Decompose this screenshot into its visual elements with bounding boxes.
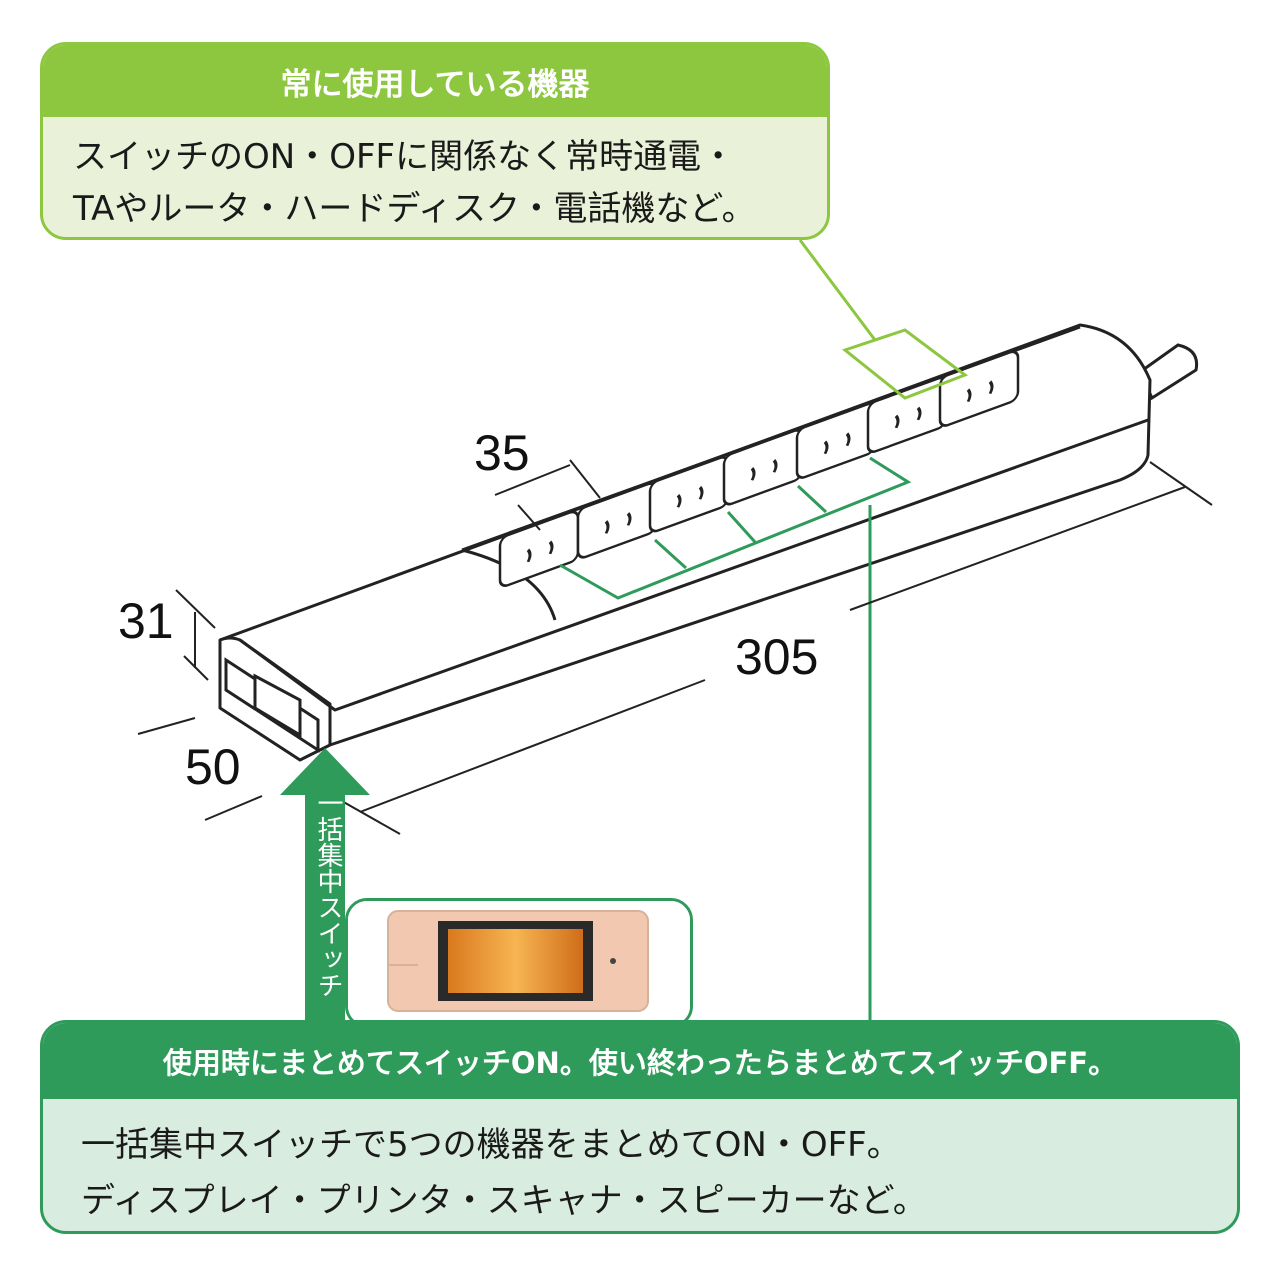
outlet-7 bbox=[938, 350, 1020, 427]
socket-slot-2 bbox=[988, 380, 994, 395]
switched-line-1: 一括集中スイッチで5つの機器をまとめてON・OFF。 bbox=[81, 1125, 901, 1165]
socket-slot-1 bbox=[676, 493, 682, 508]
switched-callout: 使用時にまとめてスイッチON。使い終わったらまとめてスイッチOFF。 一括集中ス… bbox=[40, 1020, 1240, 1234]
socket-slot-2 bbox=[845, 432, 851, 447]
switch-photo bbox=[345, 898, 693, 1028]
socket-slot-2 bbox=[698, 485, 704, 500]
socket-slot-2 bbox=[916, 406, 922, 421]
switched-line-2: ディスプレイ・プリンタ・スキャナ・スピーカーなど。 bbox=[81, 1181, 927, 1221]
switch-housing bbox=[224, 657, 320, 753]
dimension-length: 305 bbox=[735, 629, 819, 685]
switch-arrow bbox=[280, 748, 370, 1022]
switch-label: 一括集中スイッチ bbox=[313, 790, 343, 998]
always-on-marker bbox=[798, 239, 969, 400]
socket-slot-1 bbox=[750, 467, 756, 481]
outlet-3 bbox=[648, 456, 730, 533]
socket-slot-1 bbox=[526, 548, 532, 563]
socket-slot-1 bbox=[966, 388, 972, 403]
socket-slot-2 bbox=[772, 459, 778, 473]
socket-slot-2 bbox=[626, 512, 632, 526]
always-on-title: 常に使用している機器 bbox=[43, 45, 827, 117]
always-on-line-1: スイッチのON・OFFに関係なく常時通電・ bbox=[73, 137, 736, 177]
always-on-line-2: TAやルータ・ハードディスク・電話機など。 bbox=[73, 189, 756, 229]
outlets bbox=[498, 350, 1020, 587]
socket-slot-2 bbox=[548, 540, 554, 555]
socket-slot-1 bbox=[894, 414, 900, 429]
socket-slot-1 bbox=[823, 440, 829, 455]
lit-switch-image bbox=[348, 901, 690, 1025]
dimension-outlet-pitch: 35 bbox=[474, 425, 530, 481]
power-cord bbox=[1138, 343, 1199, 401]
dimension-width: 50 bbox=[185, 739, 241, 795]
always-on-callout: 常に使用している機器 スイッチのON・OFFに関係なく常時通電・ TAやルータ・… bbox=[40, 42, 830, 240]
dimension-lines bbox=[137, 459, 1213, 835]
socket-slot-1 bbox=[604, 520, 610, 534]
dimension-height: 31 bbox=[118, 593, 174, 649]
switched-outlets-bracket bbox=[559, 456, 912, 1022]
switched-title: 使用時にまとめてスイッチON。使い終わったらまとめてスイッチOFF。 bbox=[43, 1023, 1237, 1099]
